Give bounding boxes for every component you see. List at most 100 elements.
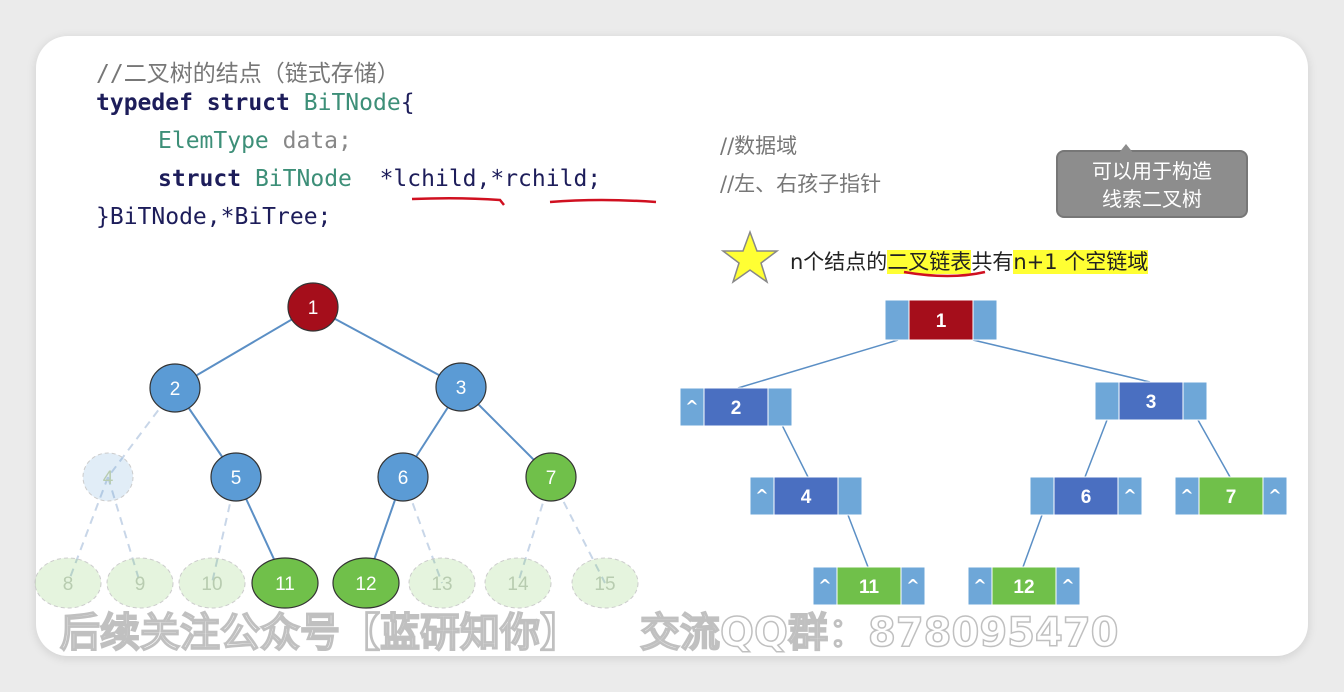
kw-typedef: typedef <box>96 90 193 116</box>
tree-node-label: 9 <box>135 574 146 595</box>
tree-node-label: 4 <box>103 468 114 489</box>
tree-node <box>377 452 429 502</box>
tree-node <box>251 557 319 609</box>
field: *lchild,*rchild; <box>351 166 602 192</box>
tree-node <box>149 363 201 413</box>
star-icon <box>720 229 780 284</box>
rchild-pointer <box>900 566 926 606</box>
code-line-4: }BiTNode,*BiTree; <box>96 204 332 230</box>
tree-node-label: 12 <box>355 574 376 595</box>
comment-pointers: //左、右孩子指针 <box>720 172 882 196</box>
data-label: 1 <box>936 311 947 332</box>
null-pointer: ^ <box>1180 486 1193 505</box>
list-edge <box>1197 419 1231 478</box>
rchild-pointer <box>1262 476 1288 516</box>
tree-edge <box>174 306 314 389</box>
code-comment: //二叉树的结点（链式存储） <box>96 61 400 87</box>
rchild-pointer <box>1055 566 1081 606</box>
null-pointer: ^ <box>973 576 986 595</box>
null-pointer: ^ <box>685 397 698 416</box>
data-field <box>991 566 1057 606</box>
code-line-3: struct BiTNode *lchild,*rchild; <box>158 166 601 192</box>
data-label: 2 <box>731 398 742 419</box>
lchild-pointer <box>812 566 838 606</box>
tree-node-label: 7 <box>546 468 557 489</box>
null-pointer: ^ <box>1123 486 1136 505</box>
tree-node-label: 8 <box>63 574 74 595</box>
tree-node <box>210 452 262 502</box>
lchild-pointer <box>679 387 705 427</box>
type-name: BiTNode <box>303 90 401 116</box>
tree-node-label: 15 <box>594 574 615 595</box>
code-line-2: ElemType data; <box>158 128 352 154</box>
tree-node-label: 14 <box>507 574 529 595</box>
list-edge <box>847 514 869 568</box>
tree-node <box>484 557 552 609</box>
field: data; <box>268 128 352 154</box>
list-edge <box>1084 419 1108 478</box>
kw-struct: struct <box>206 90 290 116</box>
kw-struct: struct <box>158 166 242 192</box>
fact-part: 共有 <box>971 250 1014 274</box>
fact-text: n个结点的二叉链表共有n+1 个空链域 <box>790 246 1149 276</box>
tree-node-label: 1 <box>308 298 319 319</box>
callout: 可以用于构造线索二叉树 <box>1056 144 1248 218</box>
type-name: ElemType <box>158 128 269 154</box>
rchild-pointer <box>972 299 998 341</box>
tree-edge <box>107 476 141 584</box>
comment-data: //数据域 <box>720 134 798 158</box>
lchild-pointer <box>749 476 775 516</box>
data-field <box>908 299 974 341</box>
tree-node <box>178 557 246 609</box>
underline-binary-linked-list <box>903 270 986 278</box>
rchild-pointer <box>1117 476 1143 516</box>
lchild-pointer <box>884 299 910 341</box>
list-edge <box>737 339 899 389</box>
tree-node-label: 6 <box>398 468 409 489</box>
null-pointer: ^ <box>818 576 831 595</box>
rchild-pointer <box>767 387 793 427</box>
tree-node-label: 11 <box>275 574 295 595</box>
null-pointer: ^ <box>1061 576 1074 595</box>
null-pointer: ^ <box>906 576 919 595</box>
rchild-pointer <box>837 476 863 516</box>
data-label: 7 <box>1226 487 1237 508</box>
list-edge <box>781 424 809 478</box>
underline-rchild <box>549 198 657 204</box>
tree-node <box>332 557 400 609</box>
watermark: 后续关注公众号【蓝研知你】 <box>59 610 581 656</box>
fact-part: n个结点的 <box>790 250 888 274</box>
tree-node-label: 13 <box>431 574 452 595</box>
data-field <box>836 566 902 606</box>
brace: { <box>400 90 415 116</box>
data-field <box>773 476 839 516</box>
fact-highlight: 二叉链表 <box>887 250 972 274</box>
data-field <box>1198 476 1264 516</box>
underline-lchild <box>411 196 505 206</box>
callout-line: 可以用于构造 <box>1092 159 1212 183</box>
lchild-pointer <box>1029 476 1055 516</box>
tree-node <box>287 282 339 332</box>
tree-edge <box>67 476 109 584</box>
tree-node-label: 2 <box>170 379 181 400</box>
data-label: 11 <box>859 577 880 598</box>
data-label: 4 <box>801 487 812 508</box>
data-label: 3 <box>1146 392 1157 413</box>
tree-node-label: 5 <box>231 468 242 489</box>
tree-node <box>571 557 639 609</box>
tree-node <box>408 557 476 609</box>
lchild-pointer <box>967 566 993 606</box>
data-field <box>1118 381 1184 421</box>
type-name: BiTNode <box>254 166 352 192</box>
data-label: 6 <box>1081 487 1092 508</box>
tree-node <box>106 557 174 609</box>
tree-node <box>34 557 102 609</box>
rchild-pointer <box>1182 381 1208 421</box>
data-field <box>703 387 769 427</box>
tree-node-label: 3 <box>456 378 467 399</box>
tree-node <box>435 362 487 412</box>
tree-node-label: 10 <box>201 574 222 595</box>
list-edge <box>972 339 1151 383</box>
tree-node <box>82 452 134 502</box>
